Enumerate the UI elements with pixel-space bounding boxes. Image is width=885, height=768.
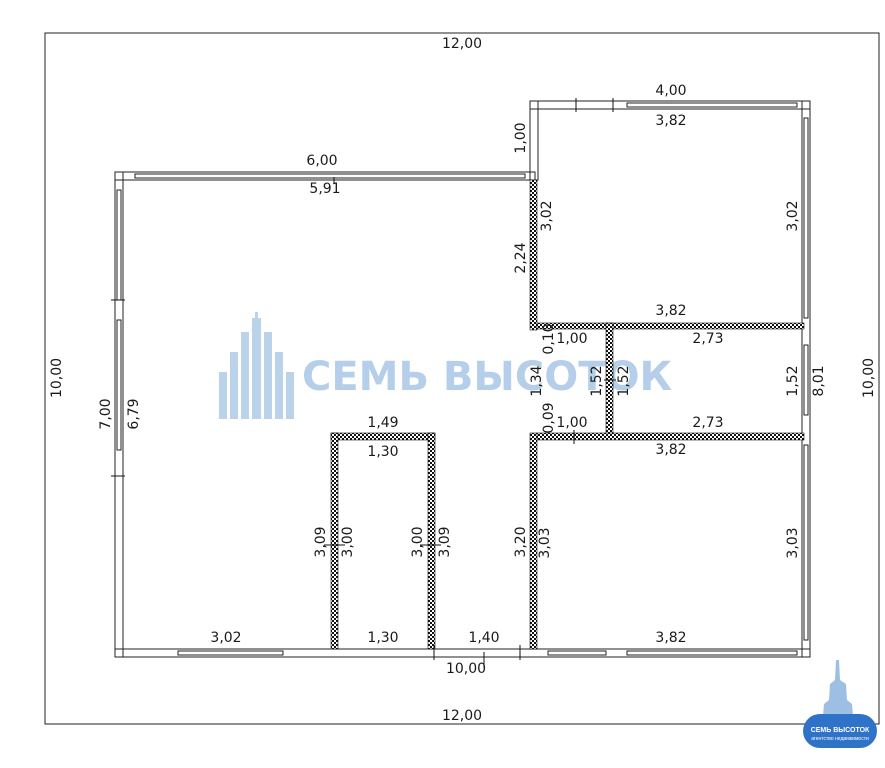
dim-corridor-left: 1,52 [589, 365, 605, 396]
window-room3-bottom-a [547, 650, 607, 656]
partition-main-right-lower [529, 432, 538, 650]
dim-bath-top-outer: 1,49 [367, 415, 398, 431]
window-room1-top [626, 102, 798, 108]
window-main-top [134, 173, 526, 179]
partition-room1-bottom [536, 322, 805, 330]
dim-room1-top-inner: 3,82 [655, 113, 686, 129]
window-room1-right [803, 117, 809, 319]
dim-room3-left: 3,03 [537, 527, 553, 558]
brand-badge: СЕМЬ ВЫСОТОК агентство недвижимости [803, 660, 877, 748]
dim-wall-010: 0,10 [541, 323, 557, 354]
dim-room1-left: 3,02 [539, 200, 555, 231]
dim-bath-left-outer: 3,09 [313, 526, 329, 557]
badge-tower-icon [823, 660, 853, 716]
windows [116, 102, 809, 656]
dim-room1-bottom: 3,82 [655, 303, 686, 319]
dim-room3-top: 3,82 [655, 442, 686, 458]
dim-small-room-top: 2,73 [692, 331, 723, 347]
opening-ticks [111, 98, 616, 668]
dim-main-bottom-window: 3,02 [210, 630, 241, 646]
dim-room1-top-outer: 4,00 [655, 83, 686, 99]
partition-bath-left [330, 432, 339, 650]
dim-main-right-mid: 1,34 [529, 365, 545, 396]
dim-small-room-right: 1,52 [785, 365, 801, 396]
partition-main-right-upper [529, 179, 538, 331]
dim-right-outer: 8,01 [811, 365, 827, 396]
dim-small-room-left: 1,52 [616, 365, 632, 396]
dim-house-bottom: 10,00 [446, 661, 486, 677]
badge-subtext: агентство недвижимости [811, 736, 869, 742]
dim-room3-bottom: 3,82 [655, 630, 686, 646]
interior-partitions [330, 179, 805, 650]
dim-room1-right: 3,02 [785, 200, 801, 231]
partition-bath-right [427, 432, 436, 650]
dim-main-right-wall: 2,24 [513, 242, 529, 273]
dimension-labels-horizontal: 12,00 12,00 10,00 6,00 5,91 3,02 1,49 1,… [210, 36, 723, 724]
dim-frame-left: 10,00 [49, 358, 65, 398]
badge-text: СЕМЬ ВЫСОТОК [811, 727, 870, 734]
dim-frame-right: 10,00 [861, 358, 877, 398]
watermark-logo-icon [219, 312, 294, 419]
window-main-bottom [177, 650, 284, 656]
dim-frame-top: 12,00 [442, 36, 482, 52]
dim-main-right-lower: 3,20 [513, 526, 529, 557]
dim-small-room-bottom: 2,73 [692, 415, 723, 431]
dim-room3-right: 3,03 [785, 527, 801, 558]
dim-main-top-inner: 5,91 [309, 181, 340, 197]
window-room3-right [803, 444, 809, 641]
dim-corridor-bottom: 1,00 [556, 415, 587, 431]
dim-bath-left-inner: 3,00 [340, 526, 356, 557]
window-room3-bottom-b [626, 650, 798, 656]
window-small-right [803, 344, 809, 416]
dim-main-left-inner: 6,79 [126, 398, 142, 429]
window-main-left [116, 189, 122, 301]
dim-main-top-outer: 6,00 [306, 153, 337, 169]
dim-frame-bottom: 12,00 [442, 708, 482, 724]
dim-wall-009: 0,09 [541, 402, 557, 433]
dim-main-left-outer: 7,00 [98, 398, 114, 429]
dim-corridor-top: 1,00 [556, 331, 587, 347]
dim-bath-right-inner: 3,00 [410, 526, 426, 557]
partition-bath-top [330, 432, 436, 441]
window-main-left-lower [116, 319, 122, 451]
dim-bath-right-outer: 3,09 [437, 526, 453, 557]
dim-main-step-up: 1,00 [513, 122, 529, 153]
partition-room3-top [536, 432, 805, 441]
dim-bath-top-inner: 1,30 [367, 444, 398, 460]
dimension-labels-vertical: 10,00 10,00 7,00 6,79 1,00 2,24 1,34 3,2… [49, 122, 877, 558]
dim-bath-bottom: 1,30 [367, 630, 398, 646]
outer-frame [44, 32, 880, 725]
badge-banner [803, 714, 877, 748]
dim-door-gap: 1,40 [468, 630, 499, 646]
